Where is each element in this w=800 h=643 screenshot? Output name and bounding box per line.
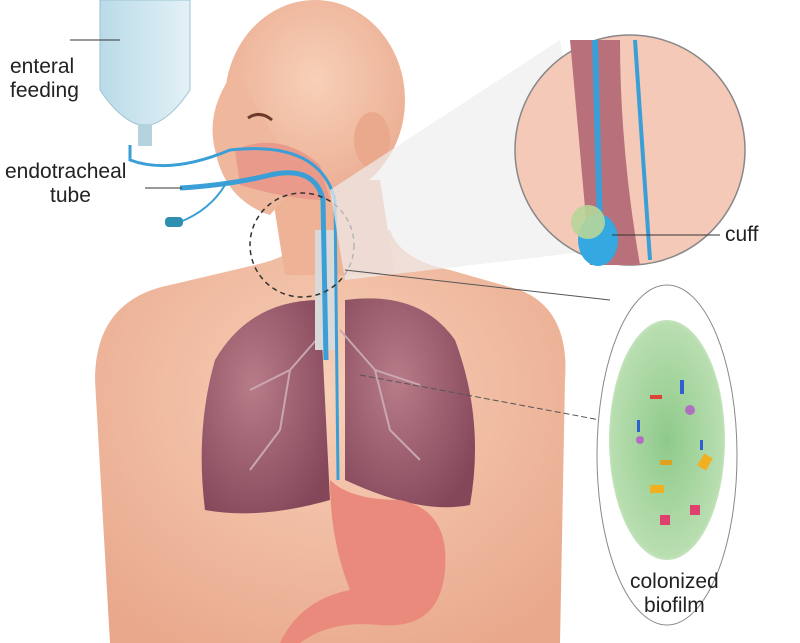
pilot-line [179,184,226,223]
endotracheal-tube-label: endotracheal tube [5,160,126,208]
feeding-bag [99,0,191,126]
biofilm-pointer-2 [359,374,601,421]
feeding-bag-port [138,124,152,146]
pilot-balloon [165,217,183,227]
magnified-secretions [571,205,605,239]
colonized-biofilm-label: colonized biofilm [630,570,719,618]
bronchi [249,329,421,471]
eye [247,113,273,122]
enteral-feeding-label: enteral feeding [10,55,79,103]
bacteria [636,380,713,525]
label-line: feeding [10,79,79,102]
endotracheal-tube-line [179,170,329,361]
left-lung [201,300,330,514]
label-line: tube [50,184,91,207]
magnified-tube [592,39,603,231]
label-line: endotracheal [5,160,127,183]
biofilm-mass [609,320,725,560]
cuff-label: cuff [725,223,759,246]
label-line: biofilm [644,594,705,617]
label-line: enteral [10,55,75,78]
stomach [280,480,446,643]
right-lung [345,298,475,508]
feeding-tube-line [128,145,340,481]
ear [354,112,390,168]
label-line: colonized [630,570,719,593]
biofilm-pointer-1 [344,269,611,301]
magnified-feeding-tube [633,39,652,261]
